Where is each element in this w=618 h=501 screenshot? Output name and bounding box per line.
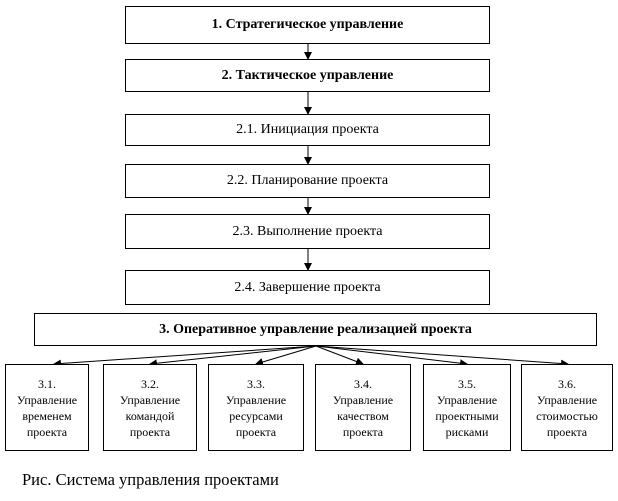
operational-management-label: 3. Оперативное управление реализацией пр… xyxy=(159,321,472,337)
area-line-2: стоимостью xyxy=(536,408,598,423)
planning-box: 2.2. Планирование проекта xyxy=(125,164,490,198)
area-number: 3.2. xyxy=(141,376,159,391)
area-number: 3.6. xyxy=(558,376,576,391)
strategic-management-label: 1. Стратегическое управление xyxy=(211,17,404,32)
area-line-2: временем xyxy=(22,408,72,423)
area-line-1: Управление xyxy=(225,392,287,407)
area-line-1: Управление xyxy=(16,392,78,407)
area-line-3: проекта xyxy=(342,424,384,439)
area-number: 3.5. xyxy=(458,376,476,391)
area-number: 3.3. xyxy=(247,376,265,391)
area-line-2: ресурсами xyxy=(229,408,283,423)
operational-management-box: 3. Оперативное управление реализацией пр… xyxy=(34,313,597,346)
area-line-2: командой xyxy=(125,408,175,423)
area-line-1: Управление xyxy=(119,392,181,407)
tactical-management-label: 2. Тактическое управление xyxy=(221,67,394,83)
area-line-3: проекта xyxy=(129,424,171,439)
strategic-management-box: 1. Стратегическое управление xyxy=(125,6,490,44)
area-line-1: Управление xyxy=(436,392,498,407)
area-number: 3.1. xyxy=(38,376,56,391)
planning-label: 2.2. Планирование проекта xyxy=(226,173,389,188)
area-box-time: 3.1. Управление временем проекта xyxy=(5,364,89,451)
area-box-team: 3.2. Управление командой проекта xyxy=(103,364,197,451)
area-line-2: качеством xyxy=(337,408,389,423)
completion-label: 2.4. Завершение проекта xyxy=(234,279,381,295)
tactical-management-box: 2. Тактическое управление xyxy=(125,59,490,92)
area-line-3: проекта xyxy=(546,424,588,439)
arrow-3-33 xyxy=(255,345,317,366)
completion-box: 2.4. Завершение проекта xyxy=(125,270,490,305)
initiation-label: 2.1. Инициация проекта xyxy=(236,122,379,137)
area-number: 3.4. xyxy=(354,376,372,391)
arrow-3-36 xyxy=(315,345,569,368)
area-box-cost: 3.6. Управление стоимостью проекта xyxy=(521,364,613,451)
arrow-3-34 xyxy=(315,345,364,366)
arrow-3-32 xyxy=(149,345,317,368)
initiation-box: 2.1. Инициация проекта xyxy=(125,114,490,146)
area-line-3: проекта xyxy=(235,424,277,439)
figure-caption: Рис. Система управления проектами xyxy=(22,470,279,489)
execution-label: 2.3. Выполнение проекта xyxy=(232,223,383,239)
area-box-resources: 3.3. Управление ресурсами проекта xyxy=(208,364,304,451)
area-line-1: Управление xyxy=(332,392,394,407)
area-line-1: Управление xyxy=(536,392,598,407)
area-line-3: рисками xyxy=(445,424,489,439)
execution-box: 2.3. Выполнение проекта xyxy=(125,214,490,249)
arrow-3-31 xyxy=(53,345,317,368)
arrow-3-35 xyxy=(315,345,468,368)
area-line-2: проектными xyxy=(435,408,499,423)
area-box-risks: 3.5. Управление проектными рисками xyxy=(423,364,511,451)
area-line-3: проекта xyxy=(26,424,68,439)
area-box-quality: 3.4. Управление качеством проекта xyxy=(315,364,411,451)
